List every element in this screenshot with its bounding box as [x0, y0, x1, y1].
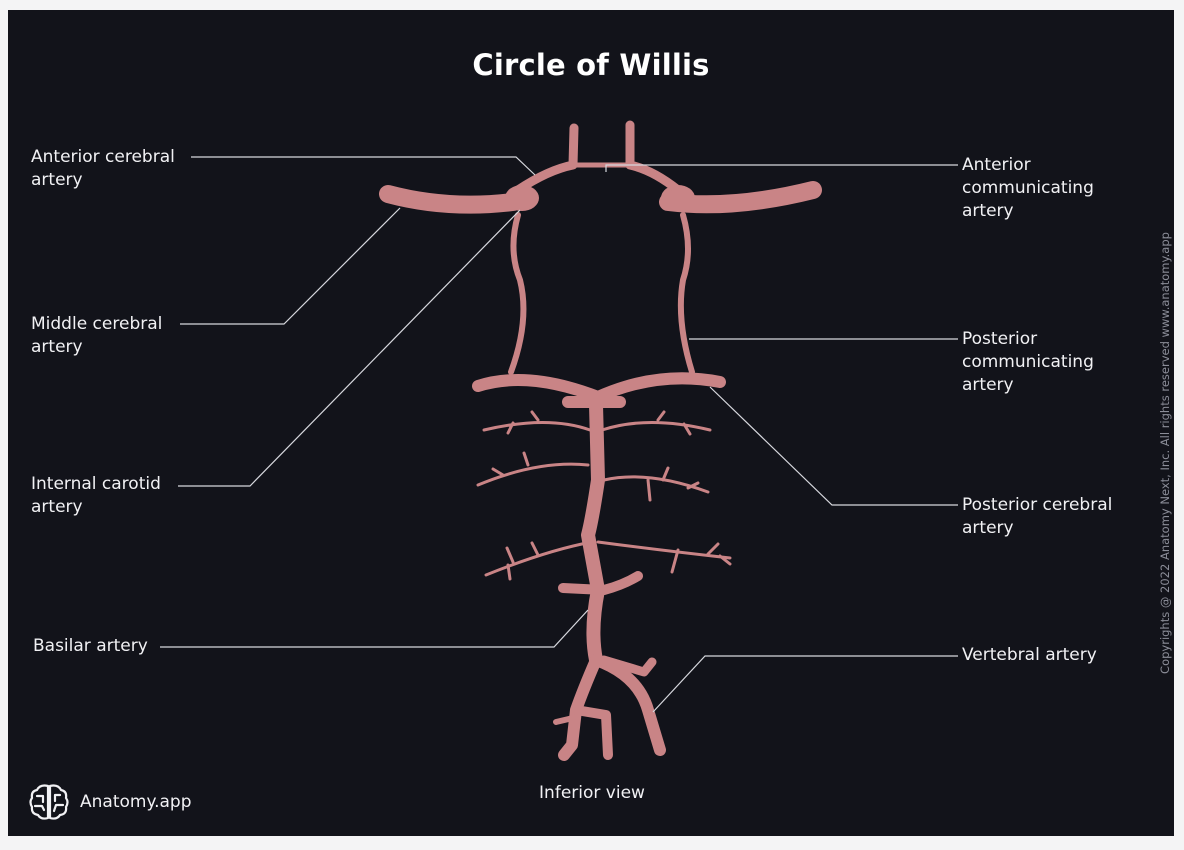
- basilar-artery: [581, 398, 605, 667]
- pontine-branches: [476, 410, 732, 581]
- label-middle-cerebral-artery: Middle cerebral artery: [31, 314, 163, 357]
- leader-posterior-cerebral: [709, 386, 958, 506]
- label-basilar-artery: Basilar artery: [33, 636, 148, 656]
- copyright-notice: Copyrights @ 2022 Anatomy Next, Inc. All…: [1158, 232, 1172, 674]
- middle-cerebral-artery-left: [379, 185, 522, 214]
- pontine-branch: [484, 540, 594, 581]
- pontine-branch: [600, 410, 712, 436]
- posterior-communicating-artery-left: [508, 212, 527, 375]
- pontine-branch: [602, 466, 710, 502]
- leader-anterior-communicating: [605, 164, 958, 172]
- brain-logo-icon: [29, 784, 69, 820]
- label-internal-carotid-artery: Internal carotid artery: [31, 474, 161, 517]
- carotid-junction-right: [661, 185, 695, 211]
- arteries: [379, 120, 822, 761]
- diagram-panel: Circle of Willis: [8, 10, 1174, 836]
- leader-anterior-cerebral: [191, 156, 536, 176]
- pontine-branch: [596, 540, 732, 574]
- anterior-inferior-cerebellar-branch: [558, 571, 643, 595]
- diagram-title: Circle of Willis: [472, 48, 710, 82]
- carotid-junction-left: [505, 185, 539, 211]
- leader-basilar: [160, 609, 589, 648]
- circle-of-willis-illustration: [160, 120, 958, 761]
- label-posterior-communicating-artery: Posterior communicating artery: [962, 329, 1094, 395]
- label-vertebral-artery: Vertebral artery: [962, 645, 1097, 665]
- anterior-cerebral-artery-left: [513, 123, 579, 195]
- label-anterior-communicating-artery: Anterior communicating artery: [962, 155, 1094, 221]
- posterior-cerebral-artery-left: [472, 374, 604, 403]
- brand-name: Anatomy.app: [80, 792, 192, 812]
- view-caption: Inferior view: [539, 783, 645, 803]
- vertebral-branch: [599, 655, 657, 677]
- leader-lines: [160, 156, 958, 713]
- brand: Anatomy.app: [28, 782, 192, 822]
- leader-vertebral: [652, 655, 958, 713]
- vertebral-branch: [571, 705, 613, 760]
- pontine-branch: [476, 451, 590, 487]
- leader-middle-cerebral: [180, 207, 401, 325]
- posterior-communicating-artery-right: [677, 212, 695, 375]
- posterior-cerebral-artery-right: [592, 372, 726, 403]
- label-anterior-cerebral-artery: Anterior cerebral artery: [31, 147, 175, 190]
- vertebral-branch: [553, 715, 576, 725]
- label-posterior-cerebral-artery: Posterior cerebral artery: [962, 495, 1113, 538]
- anterior-cerebral-artery-right: [625, 120, 683, 195]
- pontine-branch: [482, 410, 592, 435]
- leader-internal-carotid: [178, 209, 521, 487]
